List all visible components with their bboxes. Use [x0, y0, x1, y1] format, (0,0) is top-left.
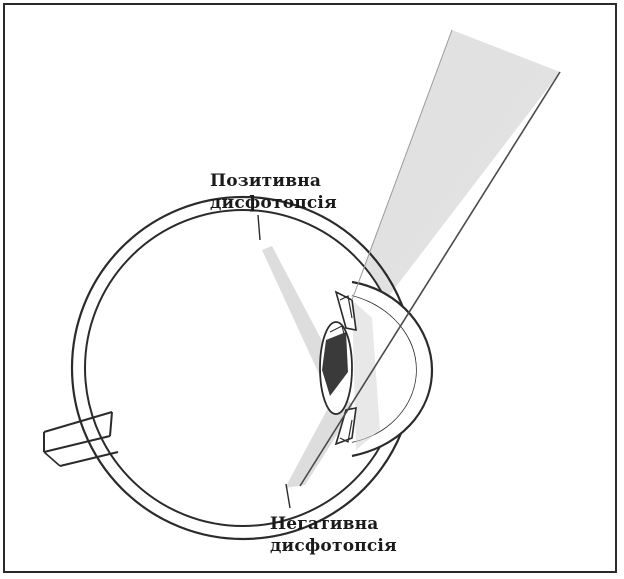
positive-dysphotopsia-label: Позитивна дисфотопсія	[210, 170, 337, 214]
negative-dysphotopsia-label: Негативна дисфотопсія	[270, 513, 397, 557]
negative-label-line2: дисфотопсія	[270, 535, 397, 557]
positive-label-line1: Позитивна	[210, 170, 337, 192]
positive-label-line2: дисфотопсія	[210, 192, 337, 214]
negative-label-line1: Негативна	[270, 513, 397, 535]
incoming-light-beam	[352, 30, 560, 318]
